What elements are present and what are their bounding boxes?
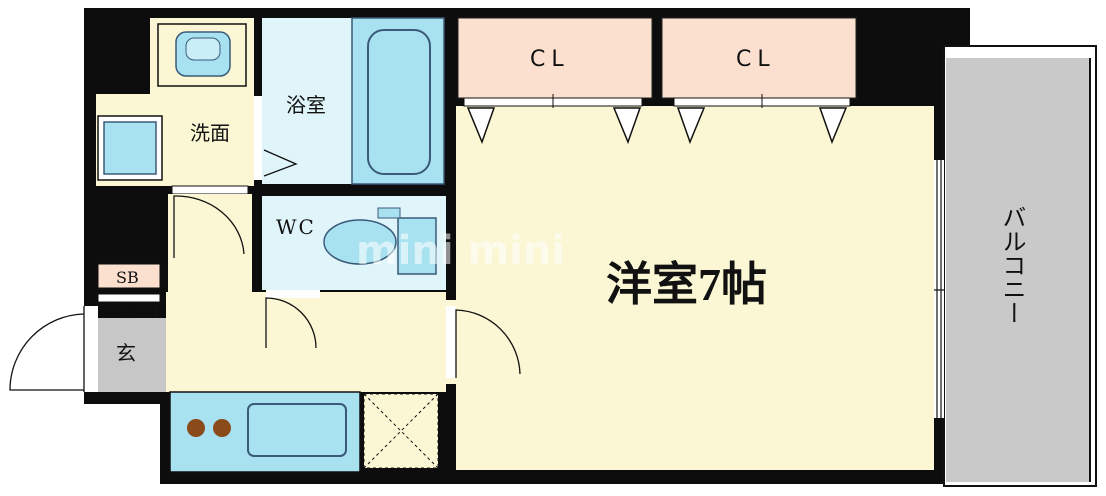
western-room-floor <box>456 106 934 470</box>
washroom: 洗面 <box>96 18 254 195</box>
closet-door-fold-3 <box>676 107 706 145</box>
stove-burner-right <box>213 419 231 437</box>
western-room-label: 洋室7帖 <box>606 259 767 310</box>
balcony-floor <box>946 58 1090 482</box>
entrance-label: 玄 <box>116 341 136 365</box>
entrance: 玄 SB <box>9 263 166 392</box>
closet-door-fold-1 <box>466 107 496 145</box>
stove-burner-left <box>187 419 205 437</box>
western-room: 洋室7帖 <box>456 106 934 470</box>
washroom-hall-door-swing <box>173 195 245 258</box>
bathroom-door-swing <box>263 149 298 177</box>
toilet-label: WC <box>276 215 316 239</box>
closet-right-label: CL <box>736 47 776 72</box>
entrance-door-swing <box>9 313 85 391</box>
closet-right <box>661 17 857 99</box>
western-room-door <box>446 306 521 378</box>
closets: CL CL <box>457 17 857 145</box>
kitchen-sink <box>247 403 347 457</box>
bathtub <box>367 29 431 175</box>
hallway <box>166 194 458 392</box>
washroom-door-rail <box>171 185 249 195</box>
vanity-basin <box>103 121 157 175</box>
washing-machine-inner <box>185 37 221 61</box>
bathroom-label: 浴室 <box>286 93 326 117</box>
closet-door-fold-2 <box>612 107 642 145</box>
toilet-door-frame <box>266 290 320 298</box>
entrance-door-frame <box>84 306 98 392</box>
shoe-box <box>97 263 161 289</box>
western-room-door-frame <box>446 306 456 378</box>
shoe-box-label: SB <box>116 268 139 287</box>
toilet-room: WC <box>262 196 446 349</box>
bathroom: 浴室 <box>254 17 445 185</box>
toilet-bowl <box>323 219 397 265</box>
balcony-label: バルコニー <box>998 205 1026 325</box>
washroom-label: 洗面 <box>190 121 230 145</box>
bathroom-door-frame <box>254 96 262 180</box>
kitchen <box>169 391 439 473</box>
refrigerator-space <box>363 393 439 469</box>
closet-door-fold-4 <box>818 107 848 145</box>
toilet-tank <box>397 217 437 275</box>
toilet-tank-top <box>377 207 401 219</box>
western-room-door-swing <box>455 309 521 378</box>
outside-area-left-2 <box>0 300 84 410</box>
hallway-floor <box>166 292 446 392</box>
closet-left-label: CL <box>530 47 570 72</box>
shoe-box-door-rail <box>97 293 161 303</box>
balcony-window <box>934 160 944 418</box>
entrance-floor <box>98 318 166 392</box>
shoe-box-door-left <box>103 301 127 319</box>
balcony: バルコニー <box>943 45 1097 487</box>
watermark: mini mini <box>356 228 565 274</box>
window-frame <box>934 160 944 418</box>
outside-area-left <box>0 404 160 496</box>
hallway-floor-upper <box>168 194 252 294</box>
toilet-door-swing <box>265 297 317 349</box>
shoe-box-door-right <box>133 301 157 319</box>
